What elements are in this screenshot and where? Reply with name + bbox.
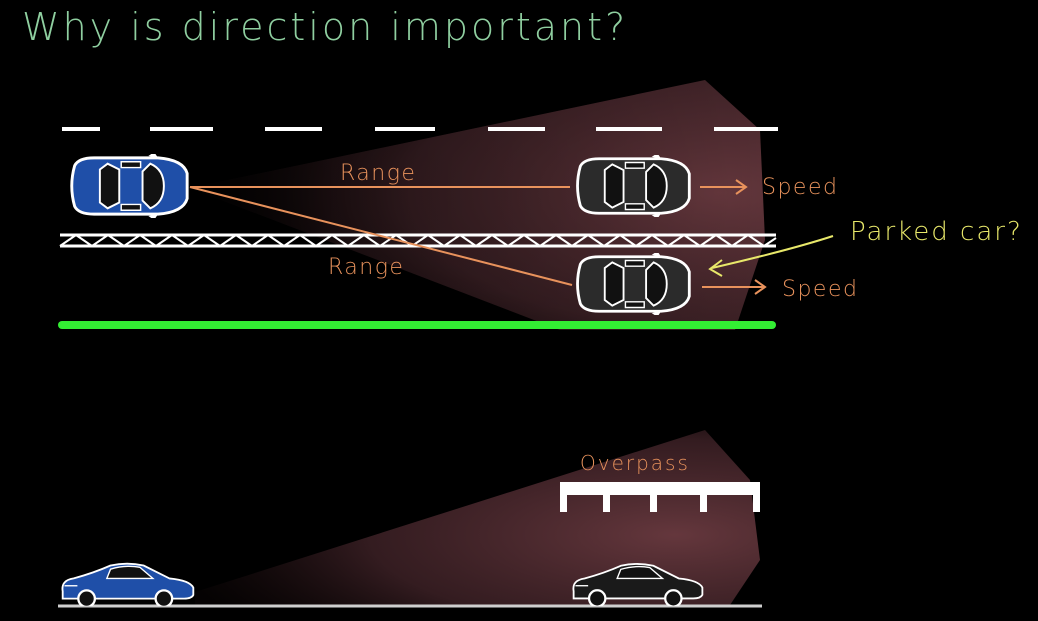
range-lines — [189, 186, 573, 286]
speed-label-top: Speed — [762, 175, 838, 200]
car-top-view-icon — [576, 155, 691, 217]
ego-car-top — [70, 154, 189, 218]
target-car-top — [576, 155, 691, 217]
car-top-view-icon — [576, 253, 691, 315]
speed-label-bottom: Speed — [782, 277, 858, 302]
speed-arrow-bottom — [702, 279, 767, 295]
car-side-view-icon — [61, 562, 195, 606]
ego-car-side — [61, 562, 195, 606]
target-car-bottom — [576, 253, 691, 315]
radar-beam-side — [195, 430, 760, 605]
speed-arrow-top — [700, 179, 748, 195]
range-label-bottom: Range — [328, 255, 404, 280]
car-top-view-icon — [70, 154, 189, 218]
overpass-bridge-icon — [560, 482, 760, 512]
range-label-top: Range — [340, 161, 416, 186]
parked-car-label: Parked car? — [850, 217, 1023, 247]
overpass-label: Overpass — [580, 451, 690, 475]
parked-car-arrow — [708, 235, 834, 277]
page-title: Why is direction important? — [22, 5, 628, 49]
